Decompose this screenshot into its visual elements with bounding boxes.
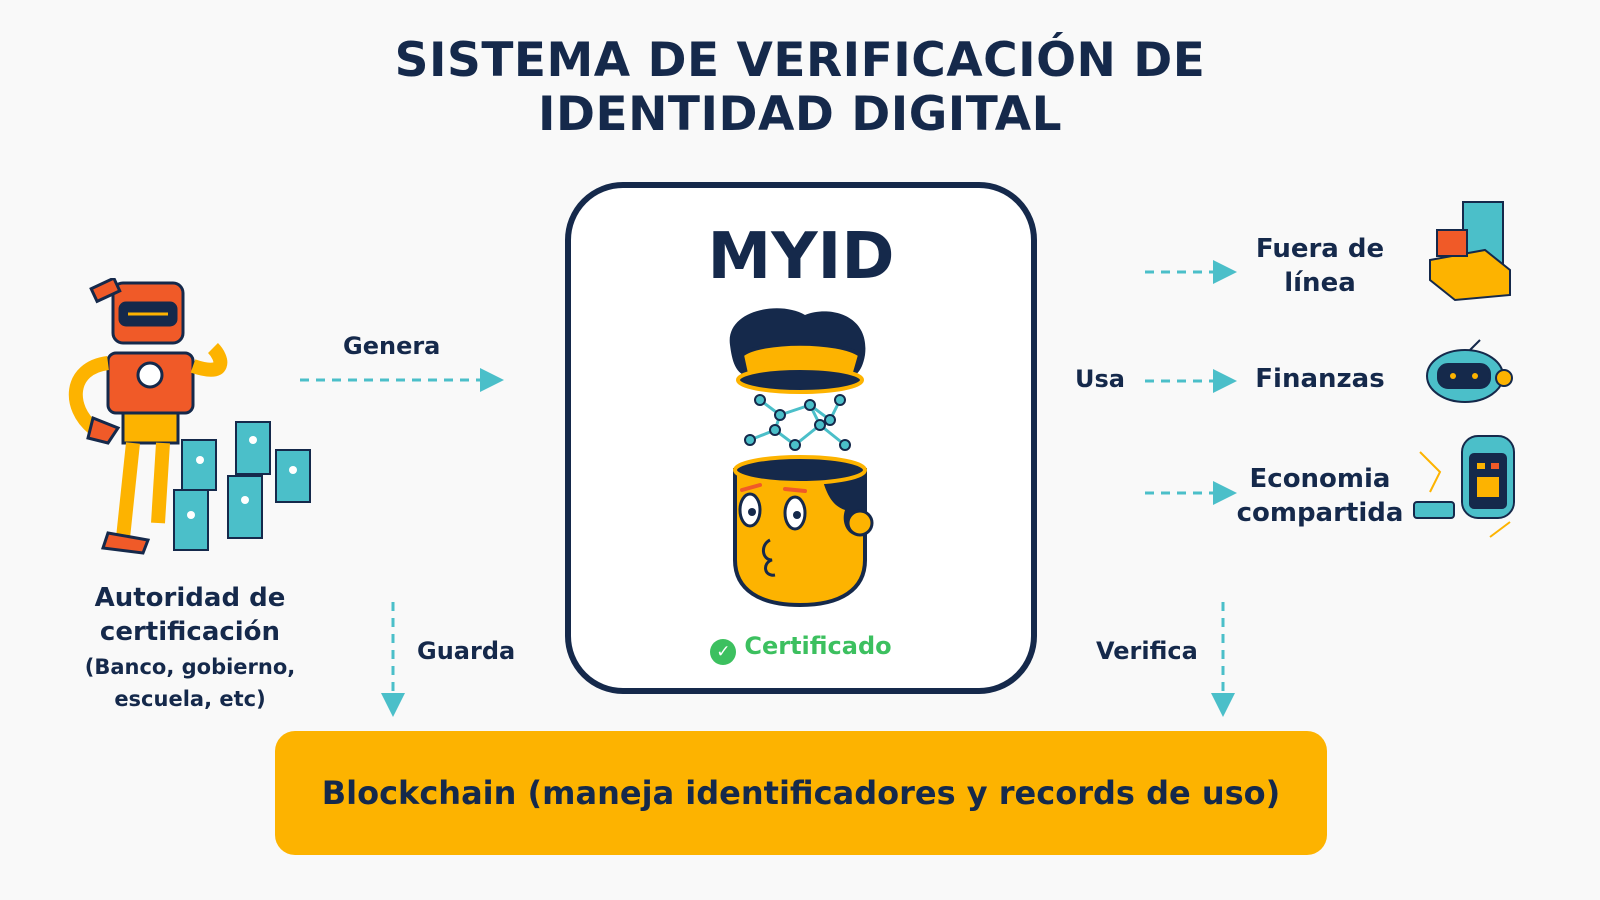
authority-title-1: Autoridad de [94,583,286,613]
use-offline-line2: línea [1284,268,1356,298]
blockchain-bar: Blockchain (maneja identificadores y rec… [275,731,1327,855]
edge-label-guarda: Guarda [417,637,516,665]
check-icon: ✓ [710,639,737,665]
certified-status: ✓ Certificado [565,632,1037,665]
title-line-1: SISTEMA DE VERIFICACIÓN DE [394,33,1206,88]
authority-title-2: certificación [99,617,281,647]
certified-label: Certificado [744,632,892,660]
diagram-title: SISTEMA DE VERIFICACIÓN DE IDENTIDAD DIG… [0,34,1600,142]
server-icon [173,421,311,551]
printer-icon [1429,201,1511,302]
use-sharing-line1: Economia [1249,464,1391,494]
phone-robot-icon [1413,435,1515,538]
edge-label-genera: Genera [343,332,441,360]
authority-sub-1: (Banco, gobierno, [84,655,296,679]
robot-icon [68,278,228,555]
authority-sub-2: escuela, etc) [114,687,266,711]
blockchain-label: Blockchain (maneja identificadores y rec… [321,774,1281,812]
certification-authority: Autoridad de certificación (Banco, gobie… [70,581,310,715]
edge-label-verifica: Verifica [1096,637,1198,665]
use-sharing-line2: compartida [1236,498,1404,528]
robot-head-icon [1426,339,1513,403]
edge-label-usa: Usa [1075,365,1125,393]
myid-label: MYID [707,220,895,294]
use-offline-line1: Fuera de [1255,234,1385,264]
use-finance-line1: Finanzas [1255,364,1385,394]
use-finance: Finanzas [1230,362,1410,396]
use-offline: Fuera de línea [1230,232,1410,300]
myid-card [565,182,1037,694]
title-line-2: IDENTIDAD DIGITAL [537,87,1063,142]
head-icon [729,308,874,608]
use-sharing-economy: Economia compartida [1225,462,1415,530]
